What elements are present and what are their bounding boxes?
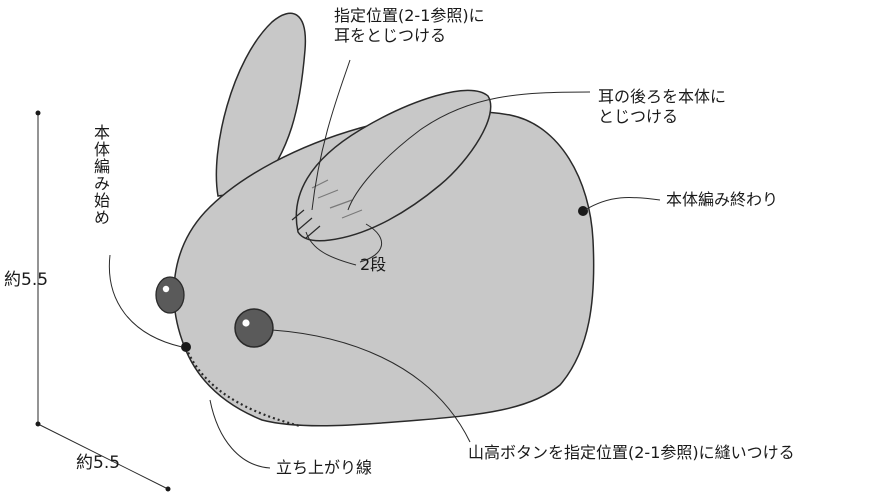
label-rise-line: 立ち上がり線 (276, 458, 373, 477)
near-eye-highlight (242, 319, 250, 327)
ear-back-sew-dashes (311, 179, 363, 219)
back-ear (215, 12, 307, 197)
label-dim-depth: 約5.5 (76, 453, 121, 473)
leader-body-start (108, 254, 183, 348)
dim-height-bottom (35, 421, 41, 427)
dim-depth-line (37, 423, 169, 490)
far-eye-highlight (162, 285, 170, 293)
leader-rise-line (209, 399, 271, 469)
label-body-end: 本体編み終わり (666, 190, 779, 209)
label-ear-back-line1: 耳の後ろを本体に (598, 87, 727, 106)
label-ear-back-line2: とじつける (598, 107, 679, 126)
dim-height-top (35, 110, 41, 116)
far-eye (155, 276, 185, 314)
label-button: 山高ボタンを指定位置(2-1参照)に縫いつける (468, 443, 795, 462)
dim-depth-end (165, 486, 171, 492)
label-ear-position-line1: 指定位置(2-1参照)に (334, 6, 485, 25)
front-ear-stitches (291, 209, 321, 239)
leader-ear-back (347, 91, 591, 211)
label-ear-back: 耳の後ろを本体に とじつける (598, 87, 726, 127)
body-start-dot (181, 342, 191, 352)
leader-two-rows-b (305, 231, 357, 266)
leader-body-end (584, 196, 661, 211)
bunny-body (173, 110, 595, 427)
label-body-start: 本体編み始め (91, 124, 110, 226)
label-ear-position-line2: 耳をとじつける (334, 26, 447, 45)
label-two-rows: 2段 (360, 255, 387, 274)
leader-button (271, 329, 471, 443)
leader-two-rows (359, 223, 383, 263)
label-dim-height: 約5.5 (4, 270, 49, 290)
label-ear-position: 指定位置(2-1参照)に 耳をとじつける (334, 6, 485, 46)
leader-ear-position (311, 59, 351, 211)
body-end-dot (578, 206, 588, 216)
near-eye (234, 308, 274, 348)
